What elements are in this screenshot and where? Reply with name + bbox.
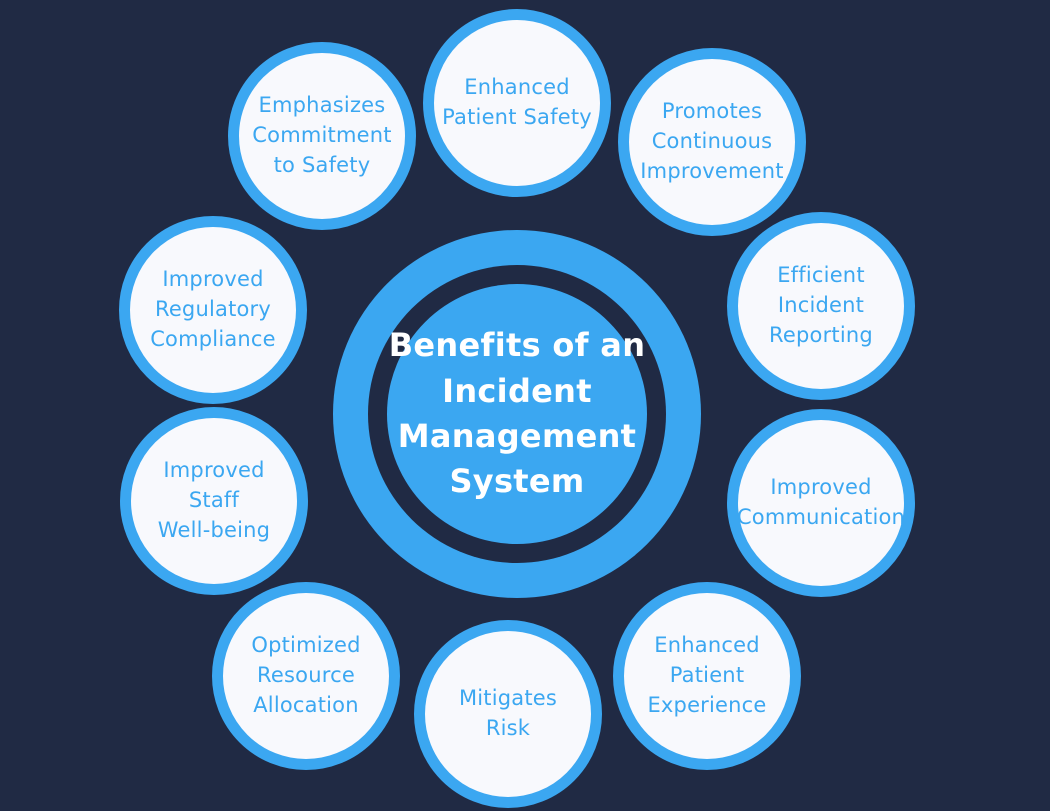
benefit-circle-efficient-incident-reporting: Efficient Incident Reporting [727,212,915,400]
benefit-label: Enhanced Patient Experience [647,633,767,717]
benefit-circle-enhanced-patient-safety: Enhanced Patient Safety [423,9,611,197]
benefit-label: Improved Communication [736,475,906,529]
benefit-circle-promotes-continuous-improvement: Promotes Continuous Improvement [618,48,806,236]
benefit-label: Enhanced Patient Safety [442,75,592,129]
benefit-label: Improved Regulatory Compliance [150,267,276,351]
benefit-label: Optimized Resource Allocation [251,633,361,717]
benefit-circle-improved-regulatory-compliance: Improved Regulatory Compliance [119,216,307,404]
benefit-label: Efficient Incident Reporting [769,263,873,347]
benefit-circle-mitigates-risk: Mitigates Risk [414,620,602,808]
hub-outer-ring: Benefits of an Incident Management Syste… [333,230,701,598]
benefit-circle-enhanced-patient-experience: Enhanced Patient Experience [613,582,801,770]
benefit-circle-improved-staff-well-being: Improved Staff Well-being [120,407,308,595]
diagram-title: Benefits of an Incident Management Syste… [388,326,646,501]
benefit-label: Emphasizes Commitment to Safety [252,93,392,177]
benefit-label: Mitigates Risk [458,686,558,740]
benefit-circle-emphasizes-commitment-to-safety: Emphasizes Commitment to Safety [228,42,416,230]
hub-center-circle: Benefits of an Incident Management Syste… [387,284,647,544]
benefit-label: Promotes Continuous Improvement [640,99,784,183]
benefit-label: Improved Staff Well-being [157,458,271,542]
hub-dark-ring: Benefits of an Incident Management Syste… [368,265,666,563]
benefit-circle-optimized-resource-allocation: Optimized Resource Allocation [212,582,400,770]
benefit-circle-improved-communication: Improved Communication [727,409,915,597]
